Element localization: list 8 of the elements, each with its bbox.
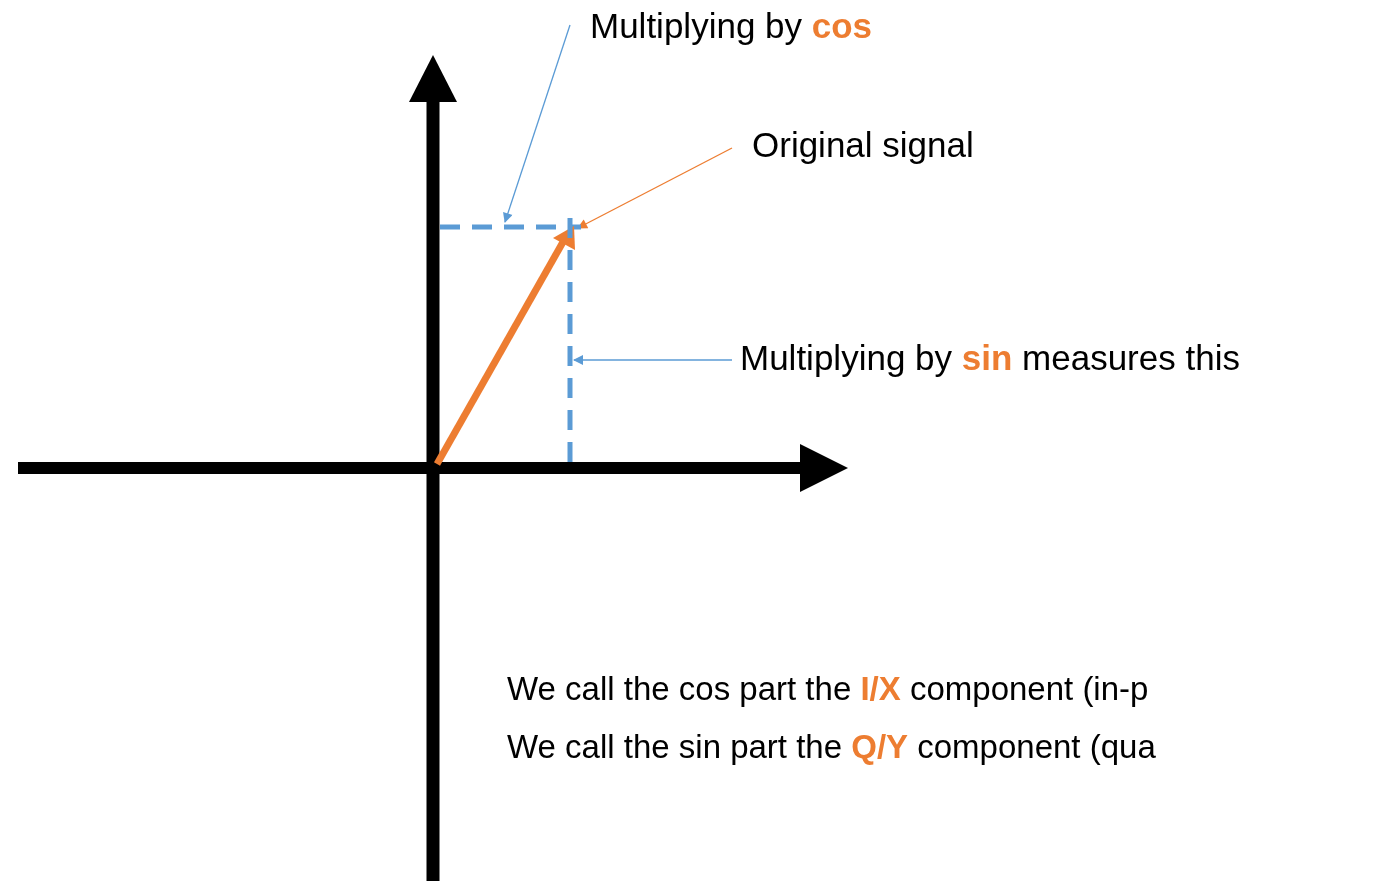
leader-line (573, 355, 733, 365)
note-text: We call the sin part the Q/Y component (qua (507, 728, 1156, 766)
callout-text: Original signal (752, 125, 974, 166)
leader-line (503, 24, 571, 223)
note-text: We call the cos part the I/X component (in-p (507, 670, 1149, 708)
callout-text: Multiplying by cos (590, 6, 873, 47)
callout-text: Multiplying by sin measures this (740, 338, 1240, 379)
leader-line (577, 147, 733, 229)
